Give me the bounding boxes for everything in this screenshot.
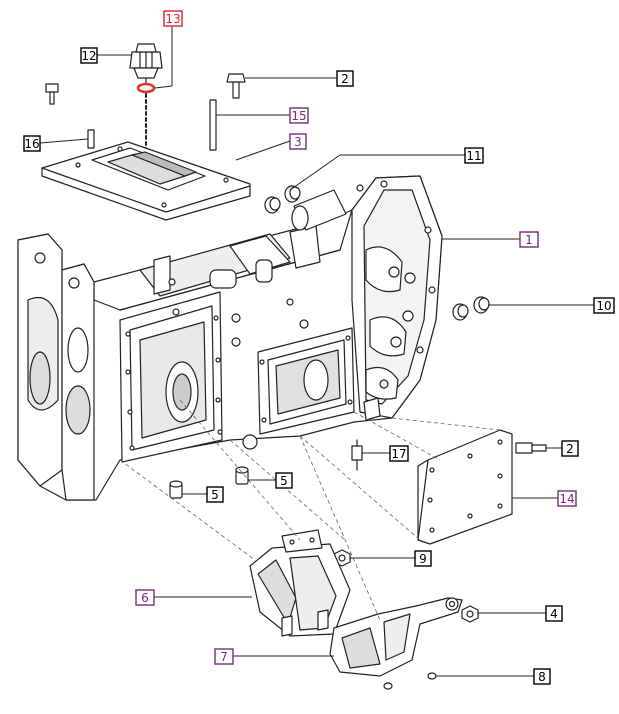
part-2-bolt-right [515, 442, 547, 454]
callout-text: 3 [294, 135, 302, 149]
callout-13: 13 [163, 10, 183, 27]
callout-3: 3 [289, 133, 307, 150]
callout-text: 12 [81, 49, 96, 63]
part-17-fitting [351, 439, 363, 471]
leader-lines [39, 26, 594, 677]
callout-9: 9 [414, 550, 432, 567]
callout-box [289, 133, 307, 150]
callout-15: 15 [289, 107, 309, 124]
callout-text: 10 [596, 299, 611, 313]
part-2-bolt-top [226, 73, 246, 99]
callout-box [414, 550, 432, 567]
callout-box [593, 297, 615, 314]
part-7-fork [329, 597, 463, 677]
callout-7: 7 [214, 648, 234, 665]
callout-box [214, 648, 234, 665]
callout-5: 5 [206, 486, 224, 503]
callout-14: 14 [557, 490, 577, 507]
part-12-breather [129, 43, 163, 85]
callout-6: 6 [135, 589, 155, 606]
part-5-plug-left [169, 480, 183, 499]
callout-2: 2 [336, 70, 354, 87]
part-14-side-cover [417, 429, 513, 545]
part-8-screws [383, 672, 437, 690]
part-15-pin [209, 99, 217, 151]
callout-text: 4 [550, 607, 558, 621]
part-4-nut [461, 605, 479, 623]
callout-text: 2 [341, 72, 349, 86]
part-3-top-cover [41, 141, 251, 221]
callout-box [561, 440, 579, 457]
callout-text: 7 [220, 650, 228, 664]
callout-text: 13 [165, 12, 180, 26]
callout-box [275, 472, 293, 489]
callout-4: 4 [545, 605, 563, 622]
callout-box [519, 231, 539, 248]
part-10-bushings [452, 296, 490, 321]
callout-box [336, 70, 354, 87]
callout-text: 6 [141, 591, 149, 605]
callout-11: 11 [464, 147, 484, 164]
part-6-bracket [249, 529, 351, 637]
callout-5: 5 [275, 472, 293, 489]
callout-box [533, 668, 551, 685]
callout-text: 17 [391, 447, 406, 461]
callout-text: 2 [566, 442, 574, 456]
callout-2: 2 [561, 440, 579, 457]
callout-box [135, 589, 155, 606]
assembly-dash-lines [119, 399, 501, 621]
callout-16: 16 [23, 135, 41, 152]
callout-box [289, 107, 309, 124]
callout-text: 5 [280, 474, 288, 488]
bolt-small-top-left [45, 83, 59, 105]
callout-text: 5 [211, 488, 219, 502]
callout-box [163, 10, 183, 27]
callout-text: 8 [538, 670, 546, 684]
callout-1: 1 [519, 231, 539, 248]
callout-box [206, 486, 224, 503]
callout-box [80, 47, 98, 64]
callout-10: 10 [593, 297, 615, 314]
callout-text: 9 [419, 552, 427, 566]
callout-text: 11 [466, 149, 481, 163]
callout-box [557, 490, 577, 507]
callout-text: 14 [559, 492, 574, 506]
callout-17: 17 [389, 445, 409, 462]
callout-text: 1 [525, 233, 533, 247]
callout-12: 12 [80, 47, 98, 64]
part-13-oring [136, 82, 156, 94]
part-16-dowel [87, 129, 95, 149]
part-5-plug-right [235, 466, 249, 485]
callout-box [464, 147, 484, 164]
callout-box [23, 135, 41, 152]
callout-text: 15 [291, 109, 306, 123]
callout-box [389, 445, 409, 462]
callout-text: 16 [24, 137, 39, 151]
part-1-housing [17, 175, 443, 501]
callout-box [545, 605, 563, 622]
callout-8: 8 [533, 668, 551, 685]
part-11-bushings [264, 185, 301, 214]
